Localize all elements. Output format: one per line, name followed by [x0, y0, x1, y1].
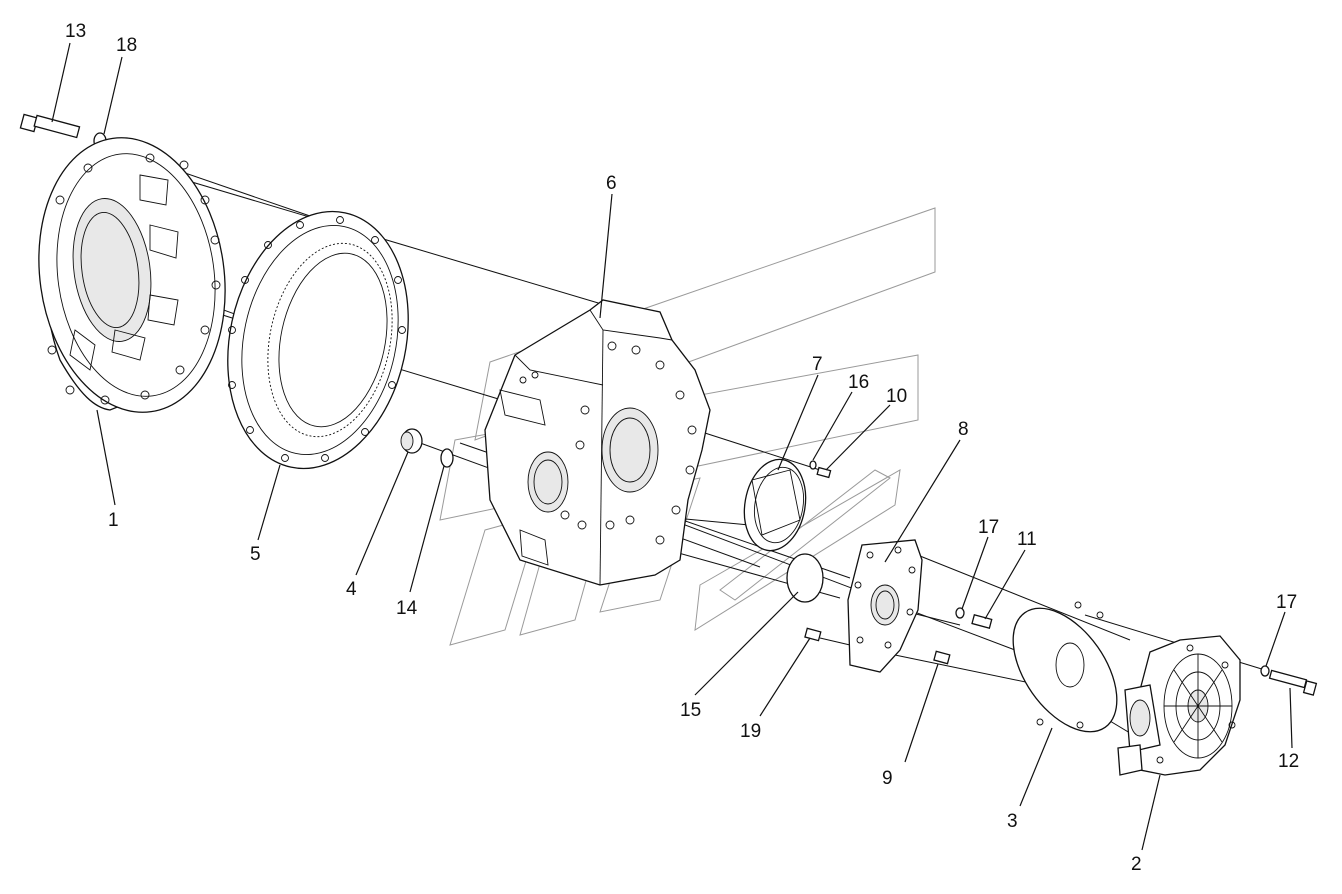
label-10: 10: [886, 386, 907, 407]
part-2-end-housing: [1117, 635, 1241, 776]
part-13-bolt: [19, 113, 81, 139]
part-8-plate: [847, 539, 923, 673]
label-19: 19: [740, 721, 761, 742]
label-7: 7: [812, 354, 823, 375]
part-10-bolt: [816, 466, 832, 479]
label-1: 1: [108, 510, 119, 531]
label-18: 18: [116, 35, 137, 56]
callout-labels: 13 18 1 5 4 14 6 7 16 10 8 17 11 17 12 1…: [65, 21, 1299, 875]
part-17-washer-b: [1260, 665, 1270, 677]
label-16: 16: [848, 372, 869, 393]
part-11-bolt: [971, 614, 993, 629]
part-6-gear-housing: [484, 299, 711, 586]
label-3: 3: [1007, 811, 1018, 832]
label-14: 14: [396, 598, 418, 619]
part-4-plug: [400, 428, 423, 454]
label-17b: 17: [1276, 592, 1297, 613]
label-2: 2: [1131, 854, 1142, 875]
label-8: 8: [958, 419, 969, 440]
label-17a: 17: [978, 517, 999, 538]
part-3-friction-disc: [1012, 601, 1118, 733]
label-4: 4: [346, 579, 357, 600]
part-14-seal-ring: [440, 448, 454, 468]
label-13: 13: [65, 21, 86, 42]
label-9: 9: [882, 768, 893, 789]
part-9-pin: [933, 650, 951, 665]
part-17-washer-a: [955, 607, 965, 619]
label-11: 11: [1017, 529, 1037, 550]
part-19-pin: [804, 627, 822, 642]
part-16-washer: [809, 460, 817, 470]
part-15-o-ring: [786, 553, 824, 603]
part-12-bolt: [1268, 669, 1318, 696]
part-7-cover: [743, 458, 807, 552]
leader-lines: [51, 42, 1293, 851]
label-15: 15: [680, 700, 701, 721]
label-12: 12: [1278, 751, 1299, 772]
part-5-ring-gear: [227, 210, 409, 470]
part-1-hub-housing: [38, 137, 226, 413]
label-5: 5: [250, 544, 261, 565]
label-6: 6: [606, 173, 617, 194]
